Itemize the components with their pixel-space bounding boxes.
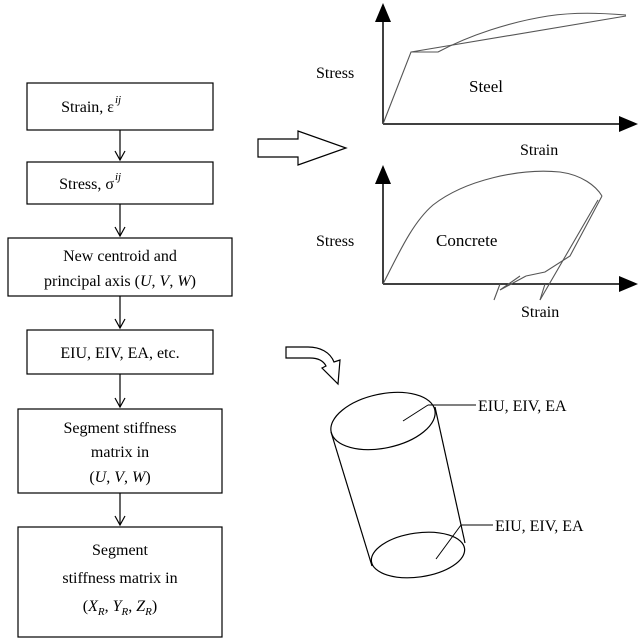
- concrete-reload-line: [499, 275, 527, 291]
- concrete-x-label: Strain: [521, 304, 559, 321]
- steel-curve: [382, 12, 627, 125]
- steel-y-axis-arrowhead: [375, 3, 391, 22]
- hollow-right-arrow: [257, 130, 348, 166]
- cylinder-top-ellipse: [330, 391, 436, 451]
- stress-box: [26, 161, 214, 205]
- curved-hollow-arrow: [285, 346, 341, 386]
- concrete-y-axis-arrowhead: [375, 165, 391, 184]
- concrete-graph: Stress Concrete Strain: [316, 165, 638, 321]
- cylinder-right-edge: [434, 406, 466, 544]
- global-stiffness-line2: stiffness matrix in: [62, 570, 177, 587]
- steel-graph: Stress Steel Strain: [316, 3, 638, 159]
- cylinder-bottom-label: EIU, EIV, EA: [495, 518, 584, 535]
- steel-curve-label: Steel: [469, 77, 503, 96]
- strain-box-superscript: ij: [115, 94, 121, 106]
- concrete-y-label: Stress: [316, 233, 354, 250]
- concrete-envelope: [382, 170, 603, 285]
- steel-x-label: Strain: [520, 142, 558, 159]
- stress-box-label: Stress, σ: [59, 176, 114, 193]
- strain-box-label: Strain, ε: [61, 99, 114, 116]
- steel-x-axis-arrowhead: [619, 116, 638, 132]
- segment-stiffness-line3: (U, V, W): [89, 469, 150, 486]
- cylinder-bottom-ellipse: [370, 531, 466, 579]
- steel-y-label: Stress: [316, 65, 354, 82]
- concrete-curve-label: Concrete: [436, 231, 497, 250]
- centroid-box-line2: principal axis (U, V, W): [44, 273, 196, 290]
- concrete-x-axis-arrowhead: [619, 276, 638, 292]
- cylinder-bottom-leader: [435, 524, 462, 560]
- cylinder: EIU, EIV, EA EIU, EIV, EA: [330, 391, 584, 579]
- global-stiffness-box: [17, 526, 223, 638]
- concrete-unload-line-2: [539, 199, 599, 301]
- strain-box: [26, 82, 214, 131]
- global-stiffness-line1: Segment: [92, 542, 149, 559]
- global-stiffness-line3: (XR, YR, ZR): [83, 598, 157, 618]
- eiu-box-label: EIU, EIV, EA, etc.: [60, 345, 179, 362]
- cylinder-left-edge: [330, 431, 373, 567]
- cylinder-top-leader: [402, 404, 429, 422]
- steel-bilinear: [410, 15, 627, 53]
- segment-stiffness-line1: Segment stiffness: [63, 420, 176, 437]
- segment-stiffness-line2: matrix in: [91, 444, 149, 461]
- centroid-box-line1: New centroid and: [63, 248, 177, 265]
- stress-box-superscript: ij: [115, 171, 121, 183]
- cylinder-top-label: EIU, EIV, EA: [478, 398, 567, 415]
- concrete-unload-line-1: [525, 195, 603, 277]
- concrete-small-tick: [493, 283, 546, 301]
